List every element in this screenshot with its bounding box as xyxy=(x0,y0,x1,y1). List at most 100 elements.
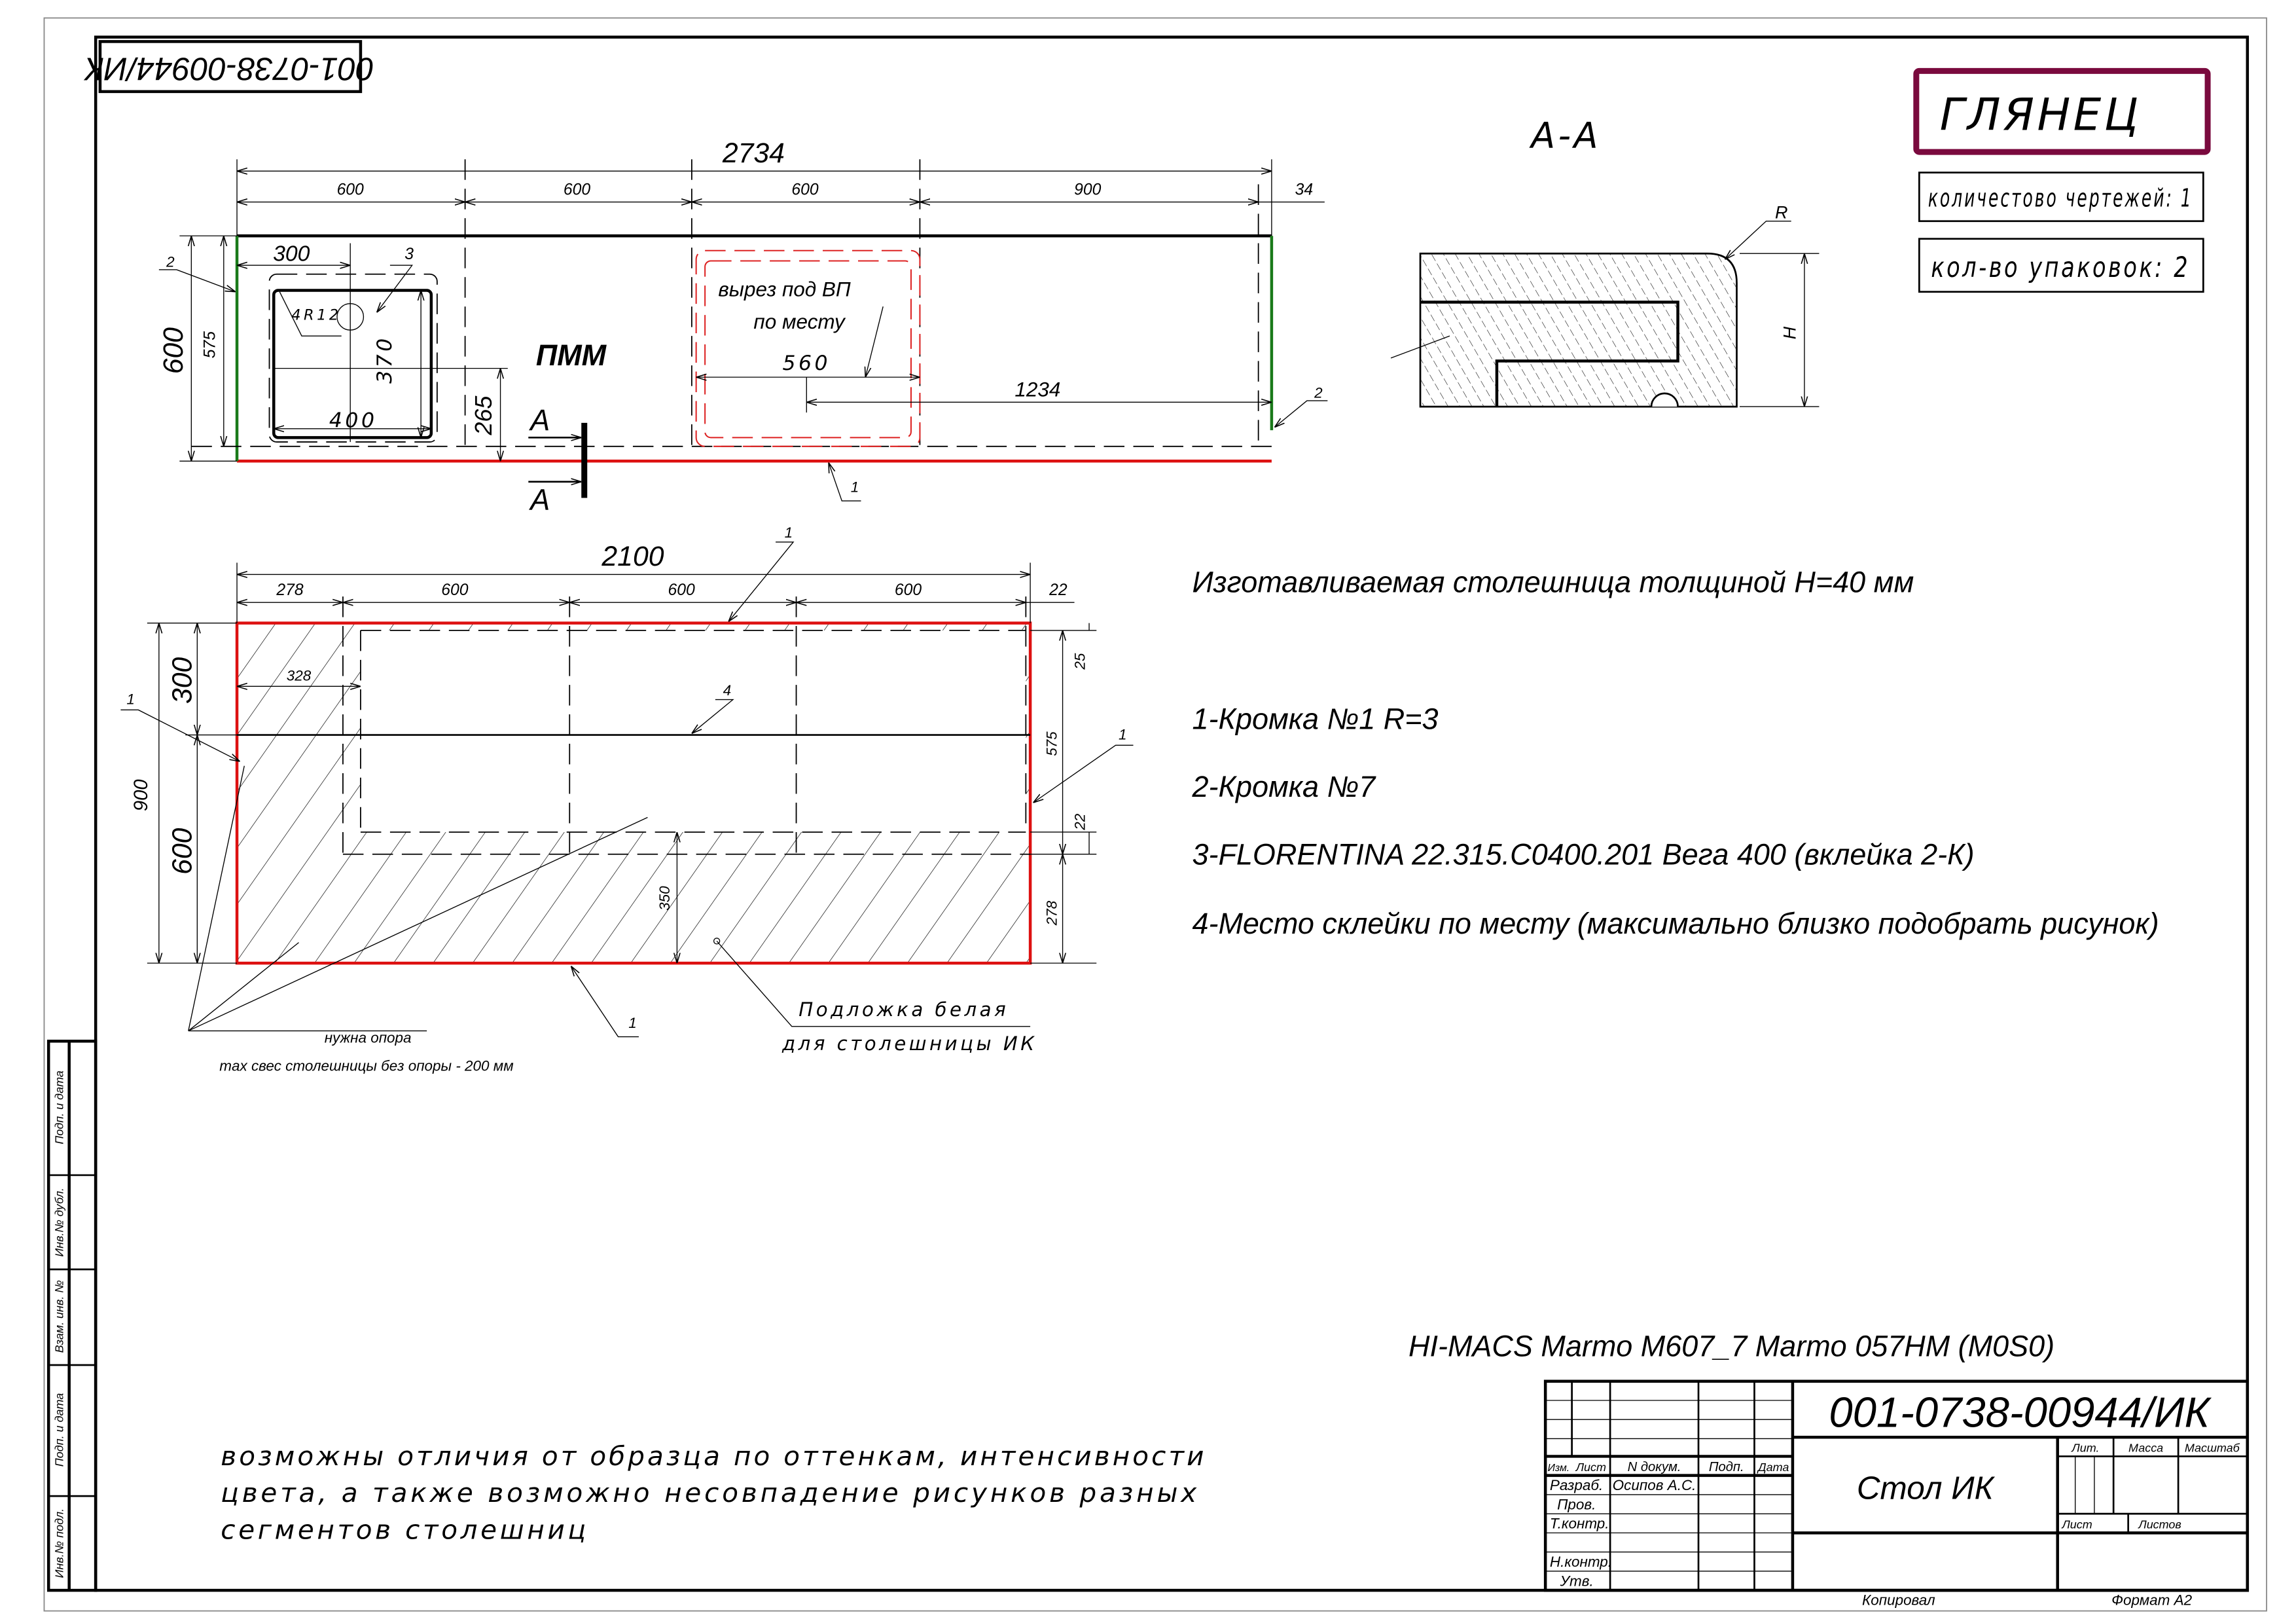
dim-seg: 278 xyxy=(276,581,303,599)
stamp-code: 001-0738-00944/ИК xyxy=(83,51,374,87)
stamp-code-box: 001-0738-00944/ИК xyxy=(83,40,374,94)
sheet-label: Лист xyxy=(2061,1518,2092,1531)
disclaimer-line: сегментов столешниц xyxy=(221,1514,588,1545)
height-label: H xyxy=(1780,326,1799,339)
role-cell: Разраб. xyxy=(1550,1477,1603,1493)
sink-leader-number: 3 xyxy=(404,246,414,263)
dim-right: 25 xyxy=(1071,653,1088,670)
backing-note: Подложка белая xyxy=(798,998,1009,1021)
backing-note: для столешницы ИК xyxy=(781,1032,1037,1055)
header-cell: Подп. xyxy=(1709,1460,1744,1474)
bottom-plan-view: 2100 278 600 600 600 22 328 4 900 300 60… xyxy=(120,524,1134,1038)
scale-label: Масштаб xyxy=(2185,1442,2240,1455)
dim-depth-top: 300 xyxy=(166,657,198,704)
notes: Изготавливаемая столешница толщиной H=40… xyxy=(1191,565,2159,940)
edge-leader: 2 xyxy=(166,253,175,270)
sink-cutout: 300 3 4R12 370 400 xyxy=(237,241,508,443)
inner-frame xyxy=(94,35,2250,1592)
dim-depth: 600 xyxy=(158,327,189,374)
dim-sink-width: 400 xyxy=(329,409,378,433)
section-mark-label: А xyxy=(528,403,550,437)
developer-name: Осипов А.С. xyxy=(1613,1477,1696,1493)
note-item: 1-Кромка №1 R=3 xyxy=(1192,702,1438,736)
lit-label: Лит. xyxy=(2071,1442,2099,1455)
side-table-label: Взам. инв. № xyxy=(53,1280,66,1353)
section-title: А-А xyxy=(1529,115,1601,156)
side-table: Подп. и дата Инв.№ дубл. Взам. инв. № По… xyxy=(46,1040,98,1592)
dim-overall: 2734 xyxy=(722,137,785,169)
side-table-label: Подп. и дата xyxy=(53,1393,66,1467)
side-table-label: Инв.№ дубл. xyxy=(53,1188,66,1257)
side-table-label: Подп. и дата xyxy=(53,1070,66,1144)
dim-sink-height: 370 xyxy=(373,335,397,384)
disclaimer-line: возможны отличия от образца по оттенкам,… xyxy=(221,1440,1207,1472)
finish-box: ГЛЯНЕЦ xyxy=(1913,67,2211,155)
cutout-label: по месту xyxy=(753,310,846,333)
disclaimer-line: цвета, а также возможно несовпадение рис… xyxy=(221,1477,1199,1508)
material-label: HI-MACS Marmo M607_7 Marmo 057HM (M0S0) xyxy=(1408,1330,2054,1363)
dim-seg: 600 xyxy=(337,181,364,198)
edge-leader: 1 xyxy=(628,1015,637,1031)
packages-count-box: кол-во упаковок: 2 xyxy=(1918,238,2204,293)
dim-sink-offset: 300 xyxy=(273,241,310,266)
header-cell: Изм. xyxy=(1548,1463,1570,1474)
sheets-label: Листов xyxy=(2138,1518,2181,1531)
thickness-note: Изготавливаемая столешница толщиной H=40… xyxy=(1192,565,1914,598)
dim-right: 575 xyxy=(1044,731,1060,756)
outer-frame xyxy=(43,17,2267,1612)
dim-seg: 600 xyxy=(791,181,818,198)
finish-label: ГЛЯНЕЦ xyxy=(1940,88,2142,140)
edge-leader: 2 xyxy=(1314,385,1323,401)
dim-inset: 328 xyxy=(287,667,312,684)
drawings-count-box: количестово чертежей: 1 xyxy=(1918,172,2204,223)
drawings-count: количестово чертежей: 1 xyxy=(1928,184,2193,213)
dim-seg: 22 xyxy=(1049,581,1067,599)
copied-label: Копировал xyxy=(1862,1592,1935,1609)
appliance-label: ПММ xyxy=(536,338,607,372)
edge-leader: 1 xyxy=(851,479,859,496)
dim-right: 278 xyxy=(1044,900,1060,926)
doc-name: Стол ИК xyxy=(1857,1470,1996,1506)
doc-number: 001-0738-00944/ИК xyxy=(1829,1388,2212,1436)
title-block: 001-0738-00944/ИК Стол ИК Изм. Лист N до… xyxy=(1543,1379,2250,1609)
sink-radius: 4R12 xyxy=(291,306,342,323)
top-plan-view: 2734 600 600 600 900 34 600 575 300 3 4R… xyxy=(158,137,1328,517)
dim-seg: 600 xyxy=(895,581,922,599)
header-cell: Лист xyxy=(1575,1461,1606,1474)
dim-depth-inner: 575 xyxy=(201,331,219,358)
header-cell: N докум. xyxy=(1628,1460,1681,1474)
backing-callout: Подложка белая для столешницы ИК xyxy=(713,938,1037,1055)
note-item: 2-Кромка №7 xyxy=(1191,770,1376,803)
section-cut-mark: А А xyxy=(528,403,588,517)
packages-count: кол-во упаковок: 2 xyxy=(1931,251,2190,284)
format-label: Формат А2 xyxy=(2111,1592,2192,1609)
header-cell: Дата xyxy=(1757,1461,1789,1474)
dim-overall: 2100 xyxy=(601,541,664,572)
section-mark-label: А xyxy=(528,483,550,517)
dim-cutout-offset: 1234 xyxy=(1014,378,1060,401)
support-note: нужна опора xyxy=(325,1030,412,1046)
edge-leader: 1 xyxy=(1119,726,1127,742)
role-cell: Утв. xyxy=(1560,1573,1594,1589)
role-cell: Н.контр. xyxy=(1550,1554,1612,1570)
radius-label: R xyxy=(1775,202,1787,222)
dim-seg: 600 xyxy=(564,181,590,198)
note-item: 3-FLORENTINA 22.315.C0400.201 Вега 400 (… xyxy=(1192,837,1974,871)
dim-sink-center: 265 xyxy=(470,395,497,436)
dim-depth-bottom: 600 xyxy=(166,828,198,875)
overhang-note: max свес столешницы без опоры - 200 мм xyxy=(219,1057,513,1074)
edge-leader: 1 xyxy=(126,691,135,707)
edge-leader: 1 xyxy=(785,524,793,541)
mass-label: Масса xyxy=(2128,1442,2163,1455)
cutout-label: вырез под ВП xyxy=(718,278,851,301)
support-callout: нужна опора max свес столешницы без опор… xyxy=(188,765,648,1074)
dim-right: 22 xyxy=(1071,813,1088,830)
note-item: 4-Место склейки по месту (максимально бл… xyxy=(1192,907,2159,940)
dim-seg: 600 xyxy=(441,581,468,599)
side-table-label: Инв.№ подл. xyxy=(53,1508,66,1578)
cooktop-cutout: вырез под ВП по месту 560 1234 xyxy=(695,249,1272,447)
role-cell: Т.контр. xyxy=(1550,1516,1609,1532)
role-cell: Пров. xyxy=(1557,1496,1596,1512)
disclaimer: возможны отличия от образца по оттенкам,… xyxy=(221,1440,1207,1545)
